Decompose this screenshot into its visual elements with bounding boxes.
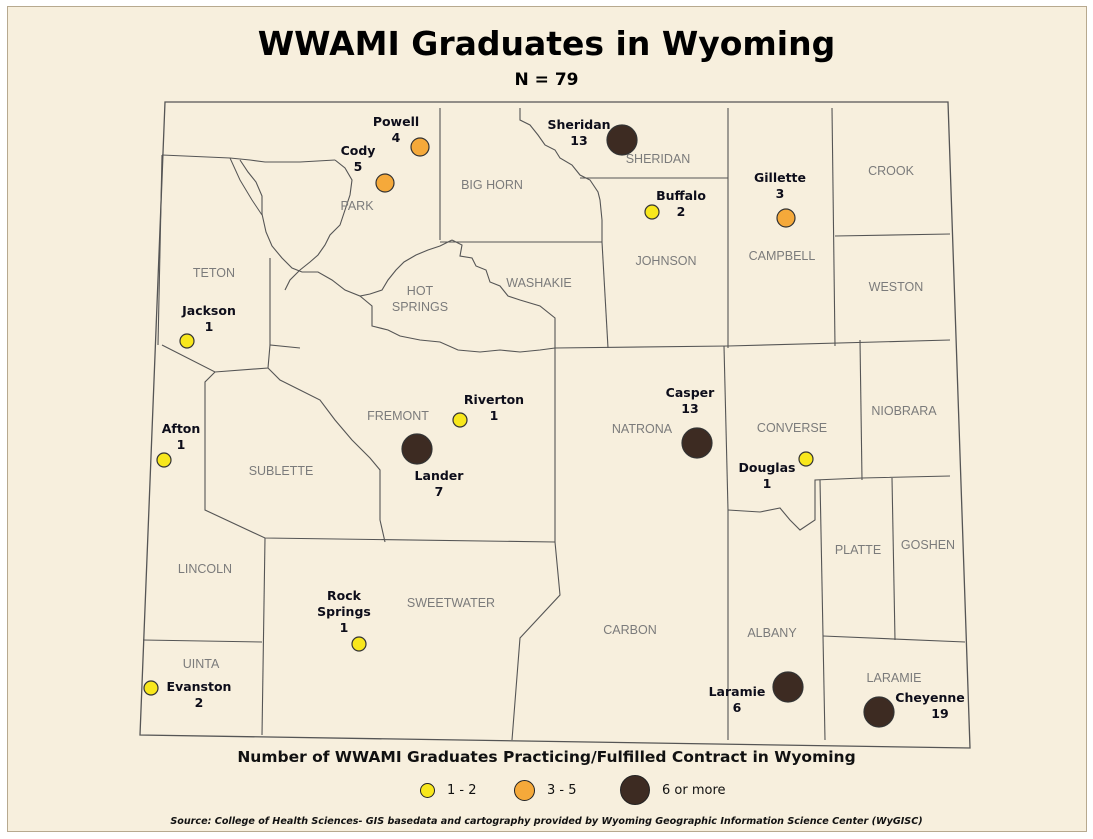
legend-label-medium: 3 - 5 bbox=[547, 782, 577, 798]
city-marker-evanston bbox=[143, 680, 159, 696]
city-count-jackson: 1 bbox=[205, 319, 214, 334]
county-label-sublette: SUBLETTE bbox=[249, 464, 314, 478]
county-label-big-horn: BIG HORN bbox=[461, 178, 523, 192]
city-name-douglas: Douglas bbox=[739, 460, 796, 475]
legend-item-large: 6 or more bbox=[620, 775, 726, 805]
county-label-converse: CONVERSE bbox=[757, 421, 827, 435]
city-count-riverton: 1 bbox=[490, 408, 499, 423]
city-name-powell: Powell bbox=[373, 114, 419, 129]
county-label-laramie: LARAMIE bbox=[867, 671, 922, 685]
city-count-cheyenne: 19 bbox=[931, 706, 948, 721]
city-name-cody: Cody bbox=[341, 143, 376, 158]
legend-label-large: 6 or more bbox=[662, 782, 726, 798]
county-label-sheridan: SHERIDAN bbox=[626, 152, 691, 166]
county-label-washakie: WASHAKIE bbox=[506, 276, 572, 290]
city-name-buffalo: Buffalo bbox=[656, 188, 706, 203]
city-marker-powell bbox=[410, 137, 430, 157]
county-label-natrona: NATRONA bbox=[612, 422, 673, 436]
city-marker-rock-springs bbox=[351, 636, 367, 652]
county-label-hot-springs-line2: SPRINGS bbox=[392, 300, 448, 314]
county-label-lincoln: LINCOLN bbox=[178, 562, 232, 576]
county-label-hot-springs-line1: HOT bbox=[407, 284, 434, 298]
city-count-douglas: 1 bbox=[763, 476, 772, 491]
city-marker-riverton bbox=[452, 412, 468, 428]
city-count-gillette: 3 bbox=[776, 186, 785, 201]
city-marker-lander bbox=[401, 433, 433, 465]
city-name-afton: Afton bbox=[162, 421, 201, 436]
legend-title: Number of WWAMI Graduates Practicing/Ful… bbox=[237, 748, 856, 766]
city-name-riverton: Riverton bbox=[464, 392, 524, 407]
city-name-cheyenne: Cheyenne bbox=[895, 690, 964, 705]
city-count-powell: 4 bbox=[392, 130, 401, 145]
city-marker-cheyenne bbox=[863, 696, 895, 728]
city-marker-cody bbox=[375, 173, 395, 193]
city-marker-gillette bbox=[776, 208, 796, 228]
city-markers: Powell 4 Cody 5 Sheridan 13 Buffalo 2 Gi… bbox=[143, 114, 965, 728]
city-marker-afton bbox=[156, 452, 172, 468]
city-count-casper: 13 bbox=[681, 401, 698, 416]
city-marker-sheridan bbox=[606, 124, 638, 156]
city-marker-douglas bbox=[798, 451, 814, 467]
legend-swatch-large bbox=[620, 775, 650, 805]
legend-swatch-medium bbox=[514, 779, 535, 801]
legend: 1 - 2 3 - 5 6 or more bbox=[420, 775, 820, 805]
city-count-afton: 1 bbox=[177, 437, 186, 452]
city-name-jackson: Jackson bbox=[181, 303, 236, 318]
city-count-buffalo: 2 bbox=[677, 204, 686, 219]
county-label-carbon: CARBON bbox=[603, 623, 656, 637]
county-borders bbox=[142, 107, 966, 741]
county-label-teton: TETON bbox=[193, 266, 235, 280]
county-label-weston: WESTON bbox=[869, 280, 924, 294]
county-label-goshen: GOSHEN bbox=[901, 538, 955, 552]
map-subtitle: N = 79 bbox=[514, 70, 579, 90]
county-label-uinta: UINTA bbox=[183, 657, 220, 671]
county-label-sweetwater: SWEETWATER bbox=[407, 596, 495, 610]
source-note: Source: College of Health Sciences- GIS … bbox=[170, 816, 923, 827]
county-label-crook: CROOK bbox=[868, 164, 915, 178]
legend-item-small: 1 - 2 bbox=[420, 776, 477, 804]
county-label-albany: ALBANY bbox=[747, 626, 797, 640]
city-name-lander: Lander bbox=[415, 468, 465, 483]
city-marker-laramie bbox=[772, 671, 804, 703]
city-count-lander: 7 bbox=[435, 484, 444, 499]
city-name-casper: Casper bbox=[666, 385, 715, 400]
county-label-niobrara: NIOBRARA bbox=[871, 404, 937, 418]
yellowstone-boundary bbox=[229, 157, 263, 216]
county-label-campbell: CAMPBELL bbox=[749, 249, 816, 263]
city-name-evanston: Evanston bbox=[167, 679, 232, 694]
city-count-rock-springs: 1 bbox=[340, 620, 349, 635]
legend-swatch-small bbox=[420, 782, 435, 798]
city-name-rock-springs-line2: Springs bbox=[317, 604, 371, 619]
city-marker-casper bbox=[681, 427, 713, 459]
city-count-evanston: 2 bbox=[195, 695, 204, 710]
city-marker-buffalo bbox=[644, 204, 660, 220]
city-name-rock-springs-line1: Rock bbox=[327, 588, 362, 603]
city-marker-jackson bbox=[179, 333, 195, 349]
city-name-laramie: Laramie bbox=[709, 684, 766, 699]
legend-label-small: 1 - 2 bbox=[447, 782, 477, 798]
city-name-sheridan: Sheridan bbox=[547, 117, 610, 132]
city-count-cody: 5 bbox=[354, 159, 363, 174]
county-label-platte: PLATTE bbox=[835, 543, 881, 557]
city-name-gillette: Gillette bbox=[754, 170, 806, 185]
legend-item-medium: 3 - 5 bbox=[514, 776, 577, 804]
map-title: WWAMI Graduates in Wyoming bbox=[257, 24, 836, 63]
county-label-fremont: FREMONT bbox=[367, 409, 429, 423]
county-label-johnson: JOHNSON bbox=[635, 254, 696, 268]
county-label-park: PARK bbox=[340, 199, 374, 213]
city-count-sheridan: 13 bbox=[570, 133, 587, 148]
city-count-laramie: 6 bbox=[733, 700, 742, 715]
